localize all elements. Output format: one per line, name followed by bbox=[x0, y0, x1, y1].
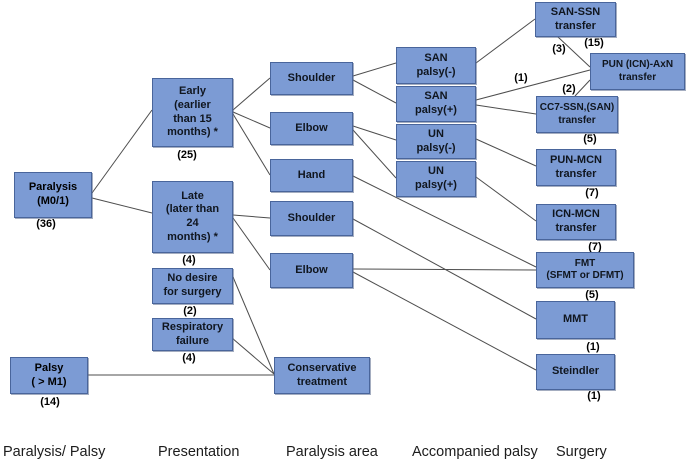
respiratory-failure-box: Respiratory failure bbox=[152, 318, 233, 351]
edge-16 bbox=[574, 79, 591, 97]
edge-2 bbox=[232, 77, 271, 111]
edge-count-label-1: (2) bbox=[562, 83, 576, 95]
edge-12 bbox=[475, 18, 536, 64]
san-ssn-transfer-box: SAN-SSN transfer bbox=[535, 2, 616, 37]
edge-count-label-2: (3) bbox=[552, 43, 566, 55]
edge-14 bbox=[475, 104, 537, 115]
no-desire-for-surgery-box: No desire for surgery bbox=[152, 268, 233, 304]
un-palsy-neg-box: UN palsy(-) bbox=[396, 124, 476, 159]
edge-15 bbox=[557, 36, 591, 68]
column-label-0: Paralysis/ Palsy bbox=[3, 444, 106, 460]
no-desire-for-surgery-count: (2) bbox=[183, 305, 197, 317]
edge-5 bbox=[232, 214, 271, 219]
edge-9 bbox=[352, 125, 397, 141]
steindler-box: Steindler bbox=[536, 354, 615, 390]
steindler-count: (1) bbox=[587, 390, 601, 402]
fmt-box: FMT (SFMT or DFMT) bbox=[536, 252, 634, 288]
fmt-count: (5) bbox=[585, 289, 599, 301]
mmt-count: (1) bbox=[586, 341, 600, 353]
edge-0 bbox=[91, 109, 153, 194]
edge-1 bbox=[91, 197, 153, 214]
column-label-4: Surgery bbox=[556, 444, 607, 460]
edge-count-label-0: (1) bbox=[514, 72, 528, 84]
edge-18 bbox=[475, 176, 537, 222]
edge-8 bbox=[352, 79, 397, 104]
late-count: (4) bbox=[182, 254, 196, 266]
respiratory-failure-count: (4) bbox=[182, 352, 196, 364]
paralysis-count: (36) bbox=[36, 218, 56, 230]
pun-icn-axn-transfer-box: PUN (ICN)-AxN transfer bbox=[590, 53, 685, 90]
paralysis-box: Paralysis (M0/1) bbox=[14, 172, 92, 218]
edge-3 bbox=[232, 111, 271, 129]
mmt-box: MMT bbox=[536, 301, 615, 339]
conservative-treatment-box: Conservative treatment bbox=[274, 357, 370, 394]
column-label-3: Accompanied palsy bbox=[412, 444, 538, 460]
column-label-2: Paralysis area bbox=[286, 444, 378, 460]
edge-13 bbox=[475, 69, 591, 101]
san-palsy-neg-box: SAN palsy(-) bbox=[396, 47, 476, 84]
shoulder-early-box: Shoulder bbox=[270, 62, 353, 95]
elbow-late-box: Elbow bbox=[270, 253, 353, 288]
un-palsy-pos-box: UN palsy(+) bbox=[396, 161, 476, 197]
icn-mcn-transfer-count: (7) bbox=[588, 241, 602, 253]
edge-17 bbox=[475, 138, 537, 167]
column-label-1: Presentation bbox=[158, 444, 240, 460]
san-palsy-pos-box: SAN palsy(+) bbox=[396, 86, 476, 122]
hand-box: Hand bbox=[270, 159, 353, 192]
edge-23 bbox=[231, 337, 275, 375]
edge-6 bbox=[232, 217, 271, 271]
edge-21 bbox=[352, 271, 537, 371]
edge-22 bbox=[232, 276, 275, 375]
late-box: Late (later than 24 months) * bbox=[152, 181, 233, 253]
edge-11 bbox=[352, 175, 537, 268]
icn-mcn-transfer-box: ICN-MCN transfer bbox=[536, 204, 616, 240]
edge-4 bbox=[232, 113, 271, 176]
palsy-count: (14) bbox=[40, 396, 60, 408]
edge-20 bbox=[352, 268, 537, 271]
san-ssn-transfer-count: (15) bbox=[584, 37, 604, 49]
elbow-early-box: Elbow bbox=[270, 112, 353, 145]
edge-7 bbox=[352, 62, 397, 77]
cc7-ssn-san-transfer-box: CC7-SSN,(SAN) transfer bbox=[536, 96, 618, 133]
pun-mcn-transfer-count: (7) bbox=[585, 187, 599, 199]
early-box: Early (earlier than 15 months) * bbox=[152, 78, 233, 147]
edge-10 bbox=[352, 129, 397, 179]
palsy-box: Palsy ( > M1) bbox=[10, 357, 88, 394]
shoulder-late-box: Shoulder bbox=[270, 201, 353, 236]
early-count: (25) bbox=[177, 149, 197, 161]
cc7-ssn-san-transfer-count: (5) bbox=[583, 133, 597, 145]
pun-mcn-transfer-box: PUN-MCN transfer bbox=[536, 149, 616, 186]
